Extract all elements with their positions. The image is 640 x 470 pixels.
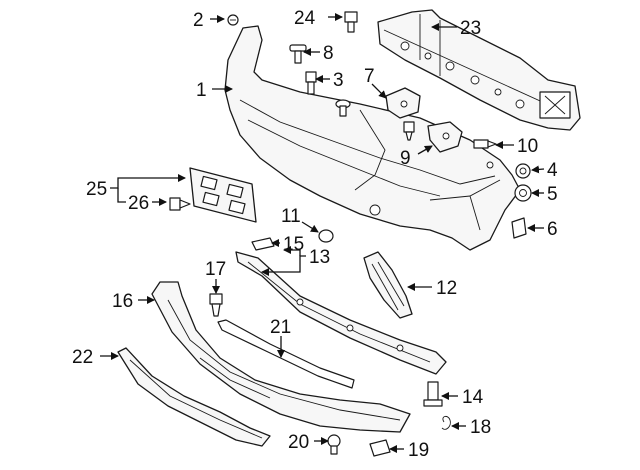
part-14-bolt: [423, 381, 443, 407]
callout-14: 14: [462, 387, 484, 408]
part-10-screw: [473, 139, 497, 149]
part-23-reinforcement-beam: [377, 9, 581, 131]
part-1-bumper-cover: [224, 25, 521, 251]
callout-5: 5: [547, 184, 558, 205]
callout-4: 4: [547, 160, 558, 181]
callout-23: 23: [460, 18, 481, 39]
part-9-bracket: [427, 121, 463, 153]
part-26-screw: [169, 197, 191, 211]
part-18-clip: [441, 415, 451, 430]
part-8-screw: [289, 44, 307, 64]
callout-1: 1: [196, 80, 207, 101]
callout-7: 7: [364, 66, 375, 87]
callout-17: 17: [205, 259, 226, 280]
part-11-clip: [318, 229, 334, 243]
callout-11: 11: [281, 206, 301, 227]
part-15-pad: [251, 237, 275, 251]
part-24-bolt: [344, 11, 358, 33]
part-screw-center: [335, 99, 351, 117]
leader-lines: [100, 13, 545, 453]
part-6-clip: [511, 217, 527, 239]
part-22-lower-spoiler: [117, 347, 271, 447]
callout-20: 20: [288, 432, 309, 453]
part-3-bolt: [305, 71, 317, 95]
callout-19: 19: [408, 440, 429, 461]
callout-21: 21: [270, 317, 291, 338]
part-21-trim-strip: [217, 319, 355, 389]
part-16-lower-bumper: [151, 281, 411, 433]
part-12-side-grille: [363, 251, 413, 319]
part-7-bracket: [385, 87, 421, 119]
callout-3: 3: [333, 70, 344, 91]
callout-labels: 2 24 23 8 7 3 1 9 10 4 5 6 25 26 11 15 1…: [72, 8, 558, 461]
part-25-license-bracket: [189, 167, 257, 223]
callout-15: 15: [283, 234, 304, 255]
callout-18: 18: [470, 417, 491, 438]
part-2-clip: [227, 14, 239, 26]
callout-25: 25: [86, 179, 107, 200]
part-19-clip: [369, 439, 391, 457]
part-17-screw: [209, 293, 223, 317]
part-4-nut: [515, 163, 531, 179]
callout-16: 16: [112, 291, 133, 312]
callout-9: 9: [400, 148, 411, 169]
callout-22: 22: [72, 347, 93, 368]
callout-26: 26: [128, 193, 149, 214]
callout-24: 24: [294, 8, 316, 29]
callout-2: 2: [193, 10, 204, 31]
callout-8: 8: [323, 43, 334, 64]
callout-13: 13: [309, 247, 330, 268]
part-5-nut: [514, 184, 532, 202]
callout-10: 10: [517, 136, 538, 157]
part-20-clip: [327, 434, 341, 455]
callout-6: 6: [547, 219, 558, 240]
part-13-lower-reinforcement: [235, 251, 447, 375]
callout-12: 12: [436, 278, 457, 299]
part-screw-bracket: [403, 121, 415, 141]
